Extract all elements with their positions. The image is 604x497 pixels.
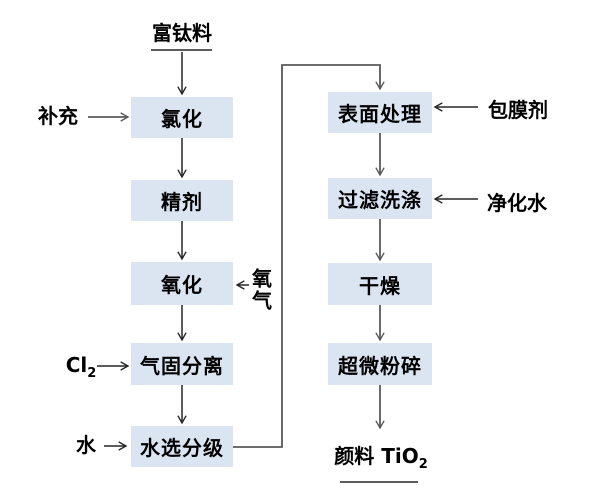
label-cl2: Cl2 (65, 353, 97, 380)
process-box-label: 精剂 (161, 190, 203, 214)
process-box-water-classification: 水选分级 (131, 426, 233, 467)
label-line: 氧 (252, 266, 272, 291)
label-subscript: 2 (87, 366, 97, 382)
process-box-filter-washing: 过滤洗涤 (328, 178, 432, 219)
label-supplement: 补充 (38, 104, 78, 129)
label-water: 水 (76, 433, 96, 458)
label-text: Cl (65, 353, 88, 378)
label-titanium-rich-feed: 富钛料 (152, 21, 212, 46)
process-box-drying: 干燥 (328, 263, 432, 305)
process-box-label: 水选分级 (140, 436, 224, 460)
label-subscript: 2 (418, 457, 428, 473)
process-box-gas-solid-separation: 气固分离 (131, 343, 233, 385)
process-box-label: 过滤洗涤 (338, 188, 422, 212)
label-purified-water: 净化水 (487, 191, 547, 216)
process-box-chlorination: 氯化 (131, 97, 233, 138)
label-oxygen: 氧气 (252, 268, 272, 311)
process-box-label: 超微粉碎 (338, 353, 422, 378)
process-box-label: 氯化 (161, 107, 203, 131)
label-text: 补充 (38, 104, 78, 129)
label-pigment-product: 颜料 TiO2 (334, 444, 428, 471)
process-box-oxidation: 氧化 (131, 262, 233, 305)
arrow-classification-to-surface-recycle (233, 64, 385, 448)
process-box-label: 气固分离 (140, 353, 224, 378)
process-box-label: 干燥 (359, 273, 401, 298)
process-box-refining-agent: 精剂 (131, 180, 233, 221)
label-text: 水 (76, 433, 96, 458)
process-box-surface-treatment: 表面处理 (328, 92, 432, 133)
process-box-micronizing: 超微粉碎 (328, 343, 432, 385)
process-box-label: 氧化 (161, 273, 203, 297)
label-text: 富钛料 (152, 21, 212, 46)
label-text: 颜料 TiO (334, 444, 419, 469)
label-line: 气 (252, 288, 272, 312)
label-coating-agent: 包膜剂 (488, 98, 548, 123)
process-box-label: 表面处理 (338, 102, 422, 126)
label-text: 包膜剂 (488, 98, 548, 123)
label-text: 净化水 (487, 191, 547, 216)
